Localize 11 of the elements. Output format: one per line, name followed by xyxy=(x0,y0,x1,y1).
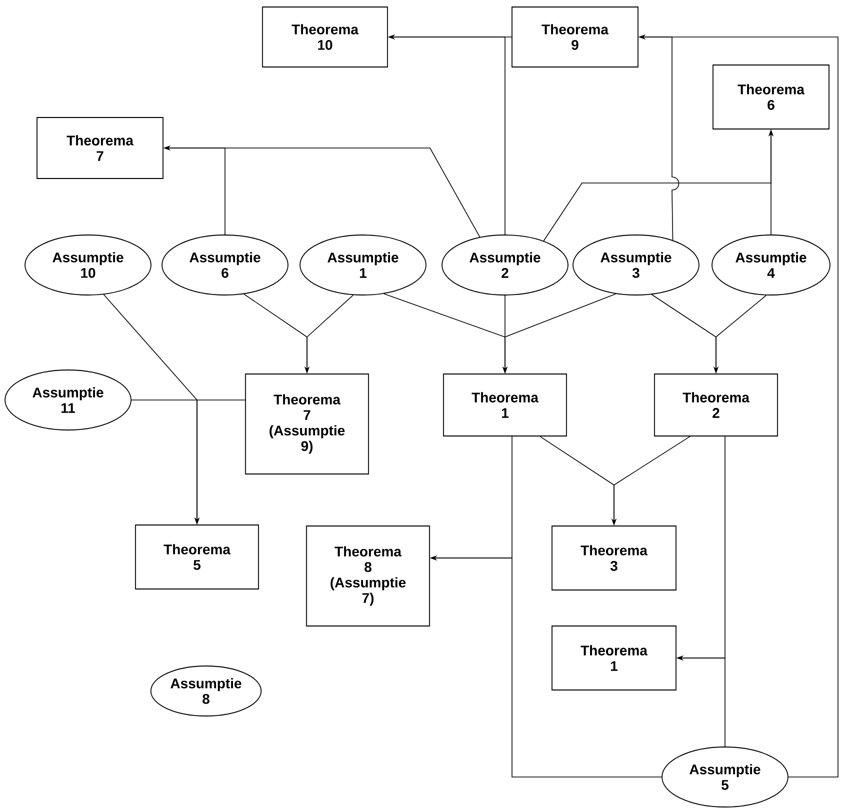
theorem-box: Theorema 1 xyxy=(443,374,567,436)
theorem-box: Theorema 8 (Assumptie 7) xyxy=(306,526,430,626)
theorem-box: Theorema 6 xyxy=(712,64,830,130)
theorem-box: Theorema 7 (Assumptie 9) xyxy=(245,374,369,474)
theorem-box: Theorema 5 xyxy=(135,524,259,590)
theorem-box: Theorema 10 xyxy=(262,6,388,68)
theorem-box: Theorema 7 xyxy=(36,117,164,179)
theorem-box: Theorema 2 xyxy=(654,374,778,436)
theorem-box: Theorema 9 xyxy=(512,6,638,68)
theorem-box: Theorema 1 xyxy=(552,626,676,690)
theorem-box: Theorema 3 xyxy=(552,526,676,590)
